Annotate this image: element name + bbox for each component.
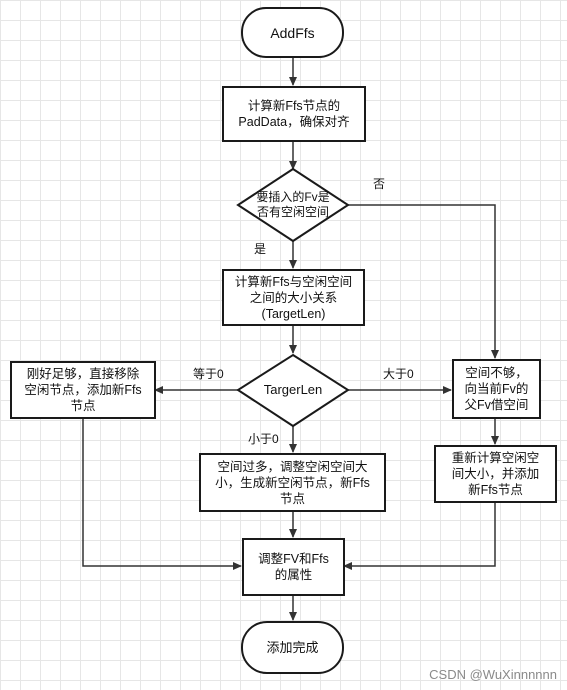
compute-pad-box [222,86,366,142]
recompute-box [434,445,557,503]
start-terminal [241,7,344,58]
end-text: 添加完成 [266,639,319,655]
adjust-text: 调整FV和Ffs的属性 [258,552,329,582]
compute-size-text: 计算新Ffs与空闲空间之间的大小关系(TargetLen) [234,274,353,321]
borrow-space-box [452,359,541,419]
compute-pad-text: 计算新Ffs节点的PadData，确保对齐 [238,99,350,129]
adjust-box [242,538,345,596]
edge-label-equal: 等于0 [193,367,224,381]
edge-label-greater: 大于0 [383,367,414,381]
target-decision-diamond [236,353,350,428]
too-large-box [199,453,386,512]
borrow-space-text: 空间不够，向当前Fv的父Fv借空间 [464,366,529,412]
arrow-no-branch [348,204,499,359]
exact-fit-box [10,361,156,419]
recompute-text: 重新计算空闲空间大小，并添加新Ffs节点 [451,451,540,497]
target-decision-text: TargerLen [263,382,323,397]
too-large-text: 空间过多，调整空闲空间大小，生成新空闲节点，新Ffs节点 [215,459,370,506]
arrow-recompute-to-adjust [343,502,496,570]
start-text: AddFfs [270,24,315,41]
arrow-exact-to-adjust [82,418,242,570]
edge-label-yes: 是 [254,242,267,256]
watermark: CSDN @WuXinnnnnn [429,667,557,682]
edge-label-less: 小于0 [248,432,279,446]
compute-size-box [222,269,365,326]
end-terminal [241,621,344,674]
space-decision-text: 要插入的Fv是否有空闲空间 [256,190,330,219]
space-decision-diamond [236,167,350,243]
edge-label-no: 否 [373,177,386,191]
exact-fit-text: 刚好足够，直接移除空闲节点，添加新Ffs节点 [24,367,142,413]
